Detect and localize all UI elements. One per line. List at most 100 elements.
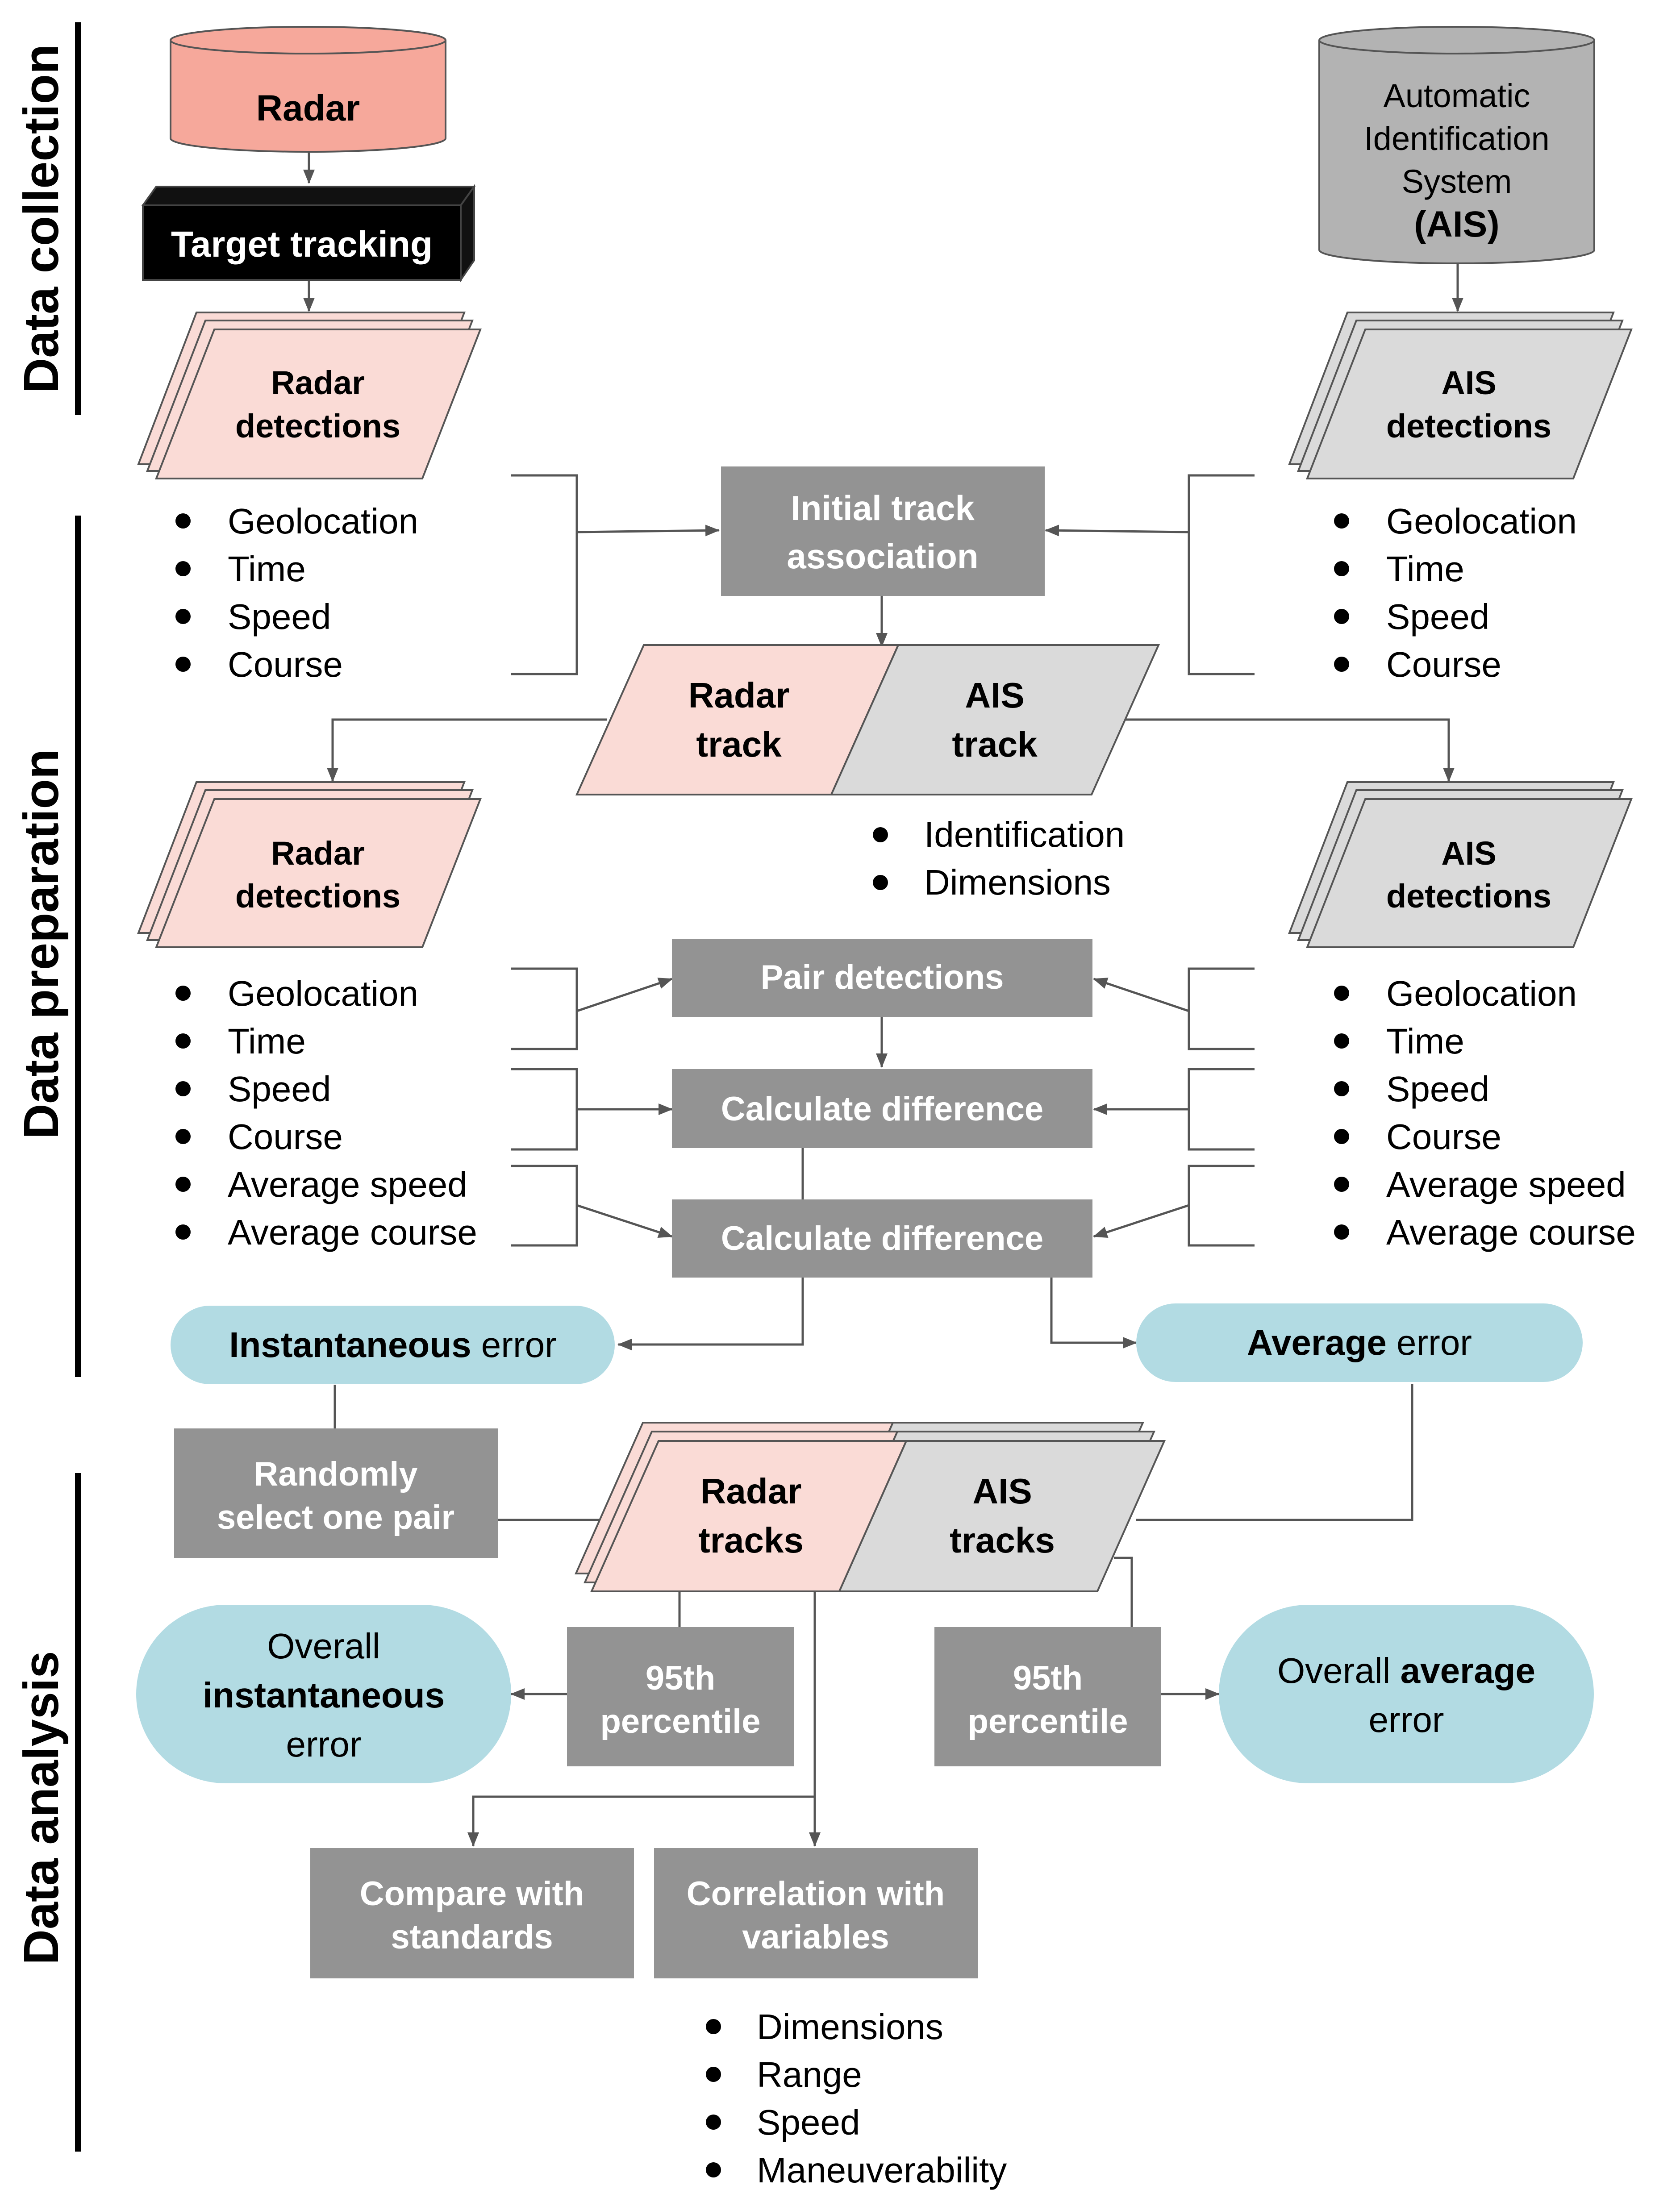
overall-average-error-pill: Overall average error (1219, 1605, 1594, 1783)
ais-detections-mid-line-1: AIS (1441, 835, 1496, 872)
overall-avg-shape (1219, 1605, 1594, 1783)
correlation-variables-box: Correlation with variables (654, 1848, 978, 1978)
bullet (1334, 1177, 1349, 1192)
instantaneous-error-shape (171, 1306, 615, 1384)
stack-layer-1 (155, 798, 482, 948)
section-label-collection: Data collection (14, 44, 69, 393)
radar-database: Radar (170, 26, 446, 153)
correlation-line-1: Correlation with (687, 1875, 945, 1913)
ais-tracks-line-2: tracks (950, 1520, 1055, 1560)
bullet (1334, 513, 1349, 529)
average-error-rest: error (1387, 1323, 1472, 1362)
attr-right-basic-2: Speed (1386, 597, 1489, 637)
bullet (175, 986, 191, 1001)
bullet (175, 657, 191, 672)
pair-detections-box: Pair detections (672, 939, 1092, 1017)
overall-inst-line-1: Overall (267, 1626, 380, 1666)
bullet (175, 1081, 191, 1096)
ais-cylinder-body (1318, 40, 1595, 264)
ais-detections-top-line-2: detections (1386, 408, 1551, 445)
ais-tracks-shape (838, 1440, 1166, 1592)
ais-database: Automatic Identification System (AIS) (1318, 26, 1595, 264)
random-select-line-1: Randomly (254, 1455, 417, 1493)
calc-diff-1-label: Calculate difference (721, 1090, 1043, 1128)
section-bar-analysis (75, 1473, 81, 2152)
section-bars (75, 22, 81, 2152)
pair-detections-rect (672, 939, 1092, 1017)
radar-detections-top-line-1: Radar (271, 364, 365, 401)
calc-diff-1-rect (672, 1069, 1092, 1148)
overall-avg-line-2: error (1369, 1700, 1444, 1740)
section-label-preparation: Data preparation (14, 749, 69, 1139)
percentile-right-rect (934, 1627, 1161, 1766)
instantaneous-error-rest: error (471, 1325, 557, 1365)
bullet (175, 1033, 191, 1049)
radar-track-line-2: track (696, 724, 782, 764)
ais-detections-mid: AIS detections (1288, 781, 1633, 948)
bracket-right-inst (1188, 1068, 1255, 1151)
average-error-label: Average error (1247, 1323, 1472, 1362)
ais-detections-top: AIS detections (1288, 312, 1633, 479)
random-select-rect (174, 1428, 498, 1558)
arrow-track-to-ais-detections (1125, 718, 1455, 782)
radar-cylinder-body (170, 40, 446, 153)
ais-db-line-4: (AIS) (1414, 204, 1499, 245)
attr-right-full-1: Time (1386, 1021, 1464, 1061)
bullet (1334, 609, 1349, 624)
compare-standards-rect (310, 1848, 634, 1978)
stack-layer-1 (1306, 798, 1633, 948)
attr-right-full-3: Course (1386, 1117, 1501, 1157)
attr-right-basic-1: Time (1386, 549, 1464, 589)
attr-list-right-full: Geolocation Time Speed Course Average sp… (1334, 974, 1636, 1252)
attr-left-full-5: Average course (228, 1212, 477, 1252)
ais-db-line-1: Automatic (1383, 77, 1530, 114)
radar-detections-mid-line-2: detections (235, 878, 400, 915)
radar-tracks-line-1: Radar (700, 1471, 802, 1511)
percentile-right-line-1: 95th (1013, 1659, 1083, 1697)
association-line-1: Initial track (791, 488, 975, 528)
bullet (1334, 561, 1349, 576)
bullet (175, 1129, 191, 1144)
bullet (1334, 1081, 1349, 1096)
attr-list-variables: Dimensions Range Speed Maneuverability (706, 2007, 1007, 2190)
bullet (175, 1177, 191, 1192)
instantaneous-error-label: Instantaneous error (229, 1325, 556, 1365)
calculate-difference-box-2: Calculate difference (672, 1199, 1092, 1278)
attr-left-full-4: Average speed (228, 1165, 467, 1204)
radar-detections-mid: Radar detections (137, 781, 482, 948)
radar-track-line-1: Radar (688, 675, 790, 715)
correlation-line-2: variables (742, 1918, 889, 1956)
bullet (706, 2019, 721, 2034)
attr-right-full-2: Speed (1386, 1069, 1489, 1109)
attr-left-basic-2: Speed (228, 597, 331, 637)
radar-detections-top: Radar detections (137, 312, 482, 479)
stack-layer-1 (1306, 329, 1633, 479)
track-attr-1: Dimensions (924, 862, 1111, 902)
attr-list-left-basic: Geolocation Time Speed Course (175, 501, 418, 684)
connectors (303, 151, 1463, 1847)
attr-right-full-5: Average course (1386, 1212, 1636, 1252)
bracket-left-basic (511, 474, 578, 675)
ais-tracks-line-1: AIS (972, 1471, 1032, 1511)
attr-list-track: Identification Dimensions (873, 815, 1125, 902)
ais-track-shape (830, 644, 1160, 795)
average-error-bold: Average (1247, 1323, 1387, 1362)
ais-detections-mid-line-2: detections (1386, 878, 1551, 915)
bracket-left-pair (511, 967, 578, 1050)
attr-right-basic-3: Course (1386, 645, 1501, 684)
attr-left-full-1: Time (228, 1021, 306, 1061)
tracking-box-front (142, 204, 462, 281)
arrow-left-to-calc2 (576, 1204, 673, 1238)
percentile-box-left: 95th percentile (567, 1627, 794, 1766)
attr-right-full-0: Geolocation (1386, 974, 1577, 1013)
arrow-track-to-radar-detections (327, 718, 607, 782)
track-attr-0: Identification (924, 815, 1125, 854)
section-bar-collection (75, 22, 81, 415)
bracket-right-basic (1188, 474, 1255, 675)
bullet (873, 827, 888, 842)
radar-cylinder-top (170, 26, 446, 54)
arrow-right-to-pair (1093, 978, 1189, 1012)
bullet (1334, 1033, 1349, 1049)
radar-detections-top-line-2: detections (235, 408, 400, 445)
attr-left-full-3: Course (228, 1117, 343, 1157)
